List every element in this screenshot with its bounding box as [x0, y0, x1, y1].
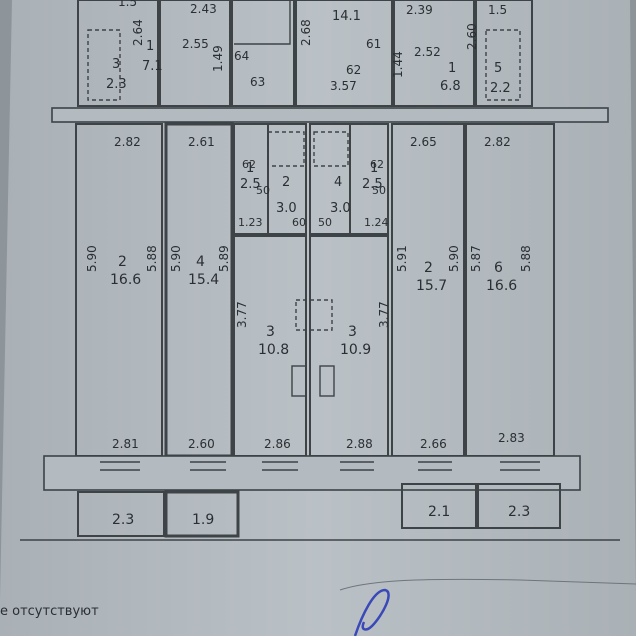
height-3: 5.90 [169, 245, 183, 272]
room-area-2: 15.4 [188, 272, 219, 288]
width-bottom-6: 2.83 [498, 431, 525, 445]
width-top-4: 2.82 [484, 135, 511, 149]
dim-14: 2.39 [406, 3, 433, 17]
width-bottom-4: 2.88 [346, 437, 373, 451]
top-room-num-4: 5 [494, 61, 502, 76]
small-dim-5: 50 [256, 184, 270, 197]
room-num-8: 3 [348, 324, 357, 340]
height-5: 3.77 [235, 301, 249, 328]
room-area-4: 3.0 [276, 201, 297, 216]
dim-2: 2.43 [190, 2, 217, 16]
room-num-5: 4 [334, 175, 342, 190]
width-bottom-3: 2.86 [264, 437, 291, 451]
dim-12: 1.44 [391, 51, 405, 78]
room-num-10: 6 [494, 260, 503, 276]
small-dim-2: 1.23 [238, 216, 263, 229]
dim-8: 2.68 [299, 19, 313, 46]
small-dim-4: 62 [370, 158, 384, 171]
balcony-area-2: 1.9 [192, 512, 214, 528]
room-area-10: 16.6 [486, 278, 517, 294]
balcony-area-1: 2.3 [112, 512, 134, 528]
dim-1: 1.5 [118, 0, 137, 9]
height-1: 5.90 [85, 245, 99, 272]
top-room-area-3: 6.8 [440, 79, 461, 94]
width-top-3: 2.65 [410, 135, 437, 149]
dim-11: 3.57 [330, 79, 357, 93]
signature [353, 588, 390, 636]
footer-note: е отсутствуют [0, 604, 99, 619]
dim-15: 2.60 [465, 23, 479, 50]
height-7: 5.91 [395, 245, 409, 272]
small-dim-6: 50 [372, 184, 386, 197]
height-9: 5.87 [469, 245, 483, 272]
height-10: 5.88 [519, 245, 533, 272]
width-bottom-2: 2.60 [188, 437, 215, 451]
height-6: 3.77 [377, 301, 391, 328]
top-room-area-1: 7.1 [142, 59, 163, 74]
dim-16: 1.5 [488, 3, 507, 17]
height-8: 5.90 [447, 245, 461, 272]
small-dim-3: 1.24 [364, 216, 389, 229]
dim-3: 2.64 [131, 19, 145, 46]
room-area-7: 10.8 [258, 342, 289, 358]
dim-7: 63 [250, 75, 265, 89]
room-num-4: 2 [282, 175, 290, 190]
height-2: 5.88 [145, 245, 159, 272]
dim-9: 61 [366, 37, 381, 51]
room-num-3: 1 [246, 161, 254, 176]
room-num-2: 4 [196, 254, 205, 270]
balcony-area-4: 2.3 [508, 504, 530, 520]
room-num-7: 3 [266, 324, 275, 340]
small-dim-8: 50 [318, 216, 332, 229]
room-area-9: 15.7 [416, 278, 447, 294]
room-num-1: 2 [118, 254, 127, 270]
width-top-2: 2.61 [188, 135, 215, 149]
small-dim-1: 62 [242, 158, 256, 171]
dim-6: 64 [234, 49, 249, 63]
dim-10: 62 [346, 63, 361, 77]
dim-4: 2.55 [182, 37, 209, 51]
top-room-num-1: 1 [146, 39, 154, 54]
balcony-area-3: 2.1 [428, 504, 450, 520]
room-area-1: 16.6 [110, 272, 141, 288]
width-bottom-5: 2.66 [420, 437, 447, 451]
dim-13: 2.52 [414, 45, 441, 59]
top-room-area-5: 14.1 [332, 9, 361, 24]
room-num-6: 1 [370, 161, 378, 176]
room-area-5: 3.0 [330, 201, 351, 216]
top-room-area-2: 2.3 [106, 77, 127, 92]
dim-5: 1.49 [211, 45, 225, 72]
room-area-6: 2.5 [362, 177, 383, 192]
room-area-8: 10.9 [340, 342, 371, 358]
top-room-area-4: 2.2 [490, 81, 511, 96]
width-top-1: 2.82 [114, 135, 141, 149]
room-area-3: 2.5 [240, 177, 261, 192]
top-room-num-3: 1 [448, 61, 456, 76]
width-bottom-1: 2.81 [112, 437, 139, 451]
height-4: 5.89 [217, 245, 231, 272]
top-room-num-2: 3 [112, 57, 120, 72]
small-dim-7: 60 [292, 216, 306, 229]
room-num-9: 2 [424, 260, 433, 276]
